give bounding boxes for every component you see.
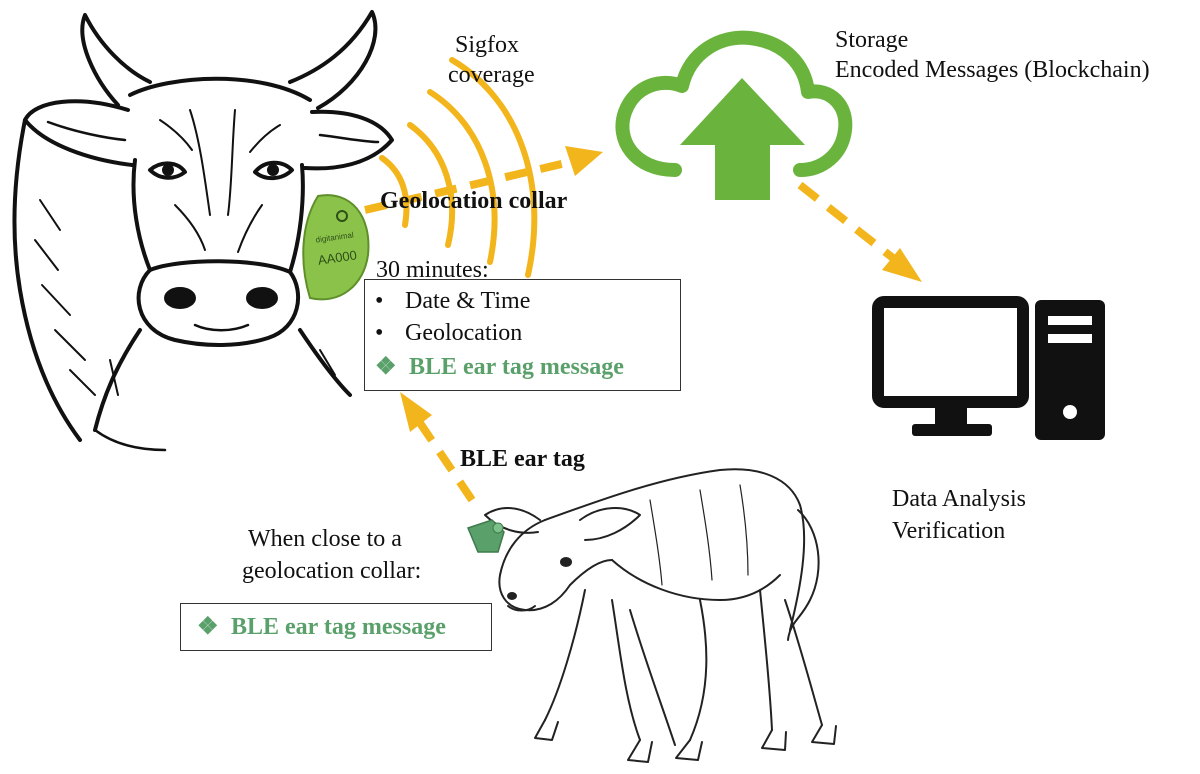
analysis-label-line1: Data Analysis <box>892 486 1026 512</box>
analysis-label-line2: Verification <box>892 518 1006 544</box>
cloud-upload-icon <box>615 30 853 200</box>
bullet-icon: • <box>375 320 384 346</box>
storage-label: Storage <box>835 27 909 53</box>
proximity-label-line2: geolocation collar: <box>242 558 422 584</box>
tag-message-box: ❖BLE ear tag message <box>180 603 492 651</box>
interval-label: 30 minutes: <box>376 257 489 283</box>
wireless-signal-icon <box>379 57 538 278</box>
collar-title: Geolocation collar <box>380 188 568 214</box>
collar-id-text: AA000 <box>317 247 358 267</box>
arrow-cloud-to-computer <box>797 181 922 282</box>
diamond-icon: ❖ <box>375 354 397 380</box>
arrow-tag-to-collar <box>400 392 476 503</box>
tag-message-ble-item: ❖BLE ear tag message <box>197 614 446 640</box>
ear-tag-title: BLE ear tag <box>460 446 585 472</box>
arrow-collar-to-cloud <box>364 146 603 214</box>
collar-message-item: •Geolocation <box>375 320 523 346</box>
diamond-icon: ❖ <box>197 614 219 640</box>
sigfox-label-line1: Sigfox <box>455 32 520 58</box>
desktop-computer-icon <box>872 296 1105 440</box>
ear-tag-device <box>466 519 505 553</box>
collar-message-box: •Date & Time •Geolocation ❖BLE ear tag m… <box>364 279 681 391</box>
sigfox-label-line2: coverage <box>448 62 535 88</box>
calf-illustration <box>484 468 837 763</box>
cow-illustration <box>12 10 394 452</box>
proximity-label-line1: When close to a <box>248 526 402 552</box>
collar-message-item: •Date & Time <box>375 288 531 314</box>
collar-message-ble-item: ❖BLE ear tag message <box>375 354 624 380</box>
collar-device: AA000 digitanimal <box>302 194 370 301</box>
storage-subtitle: Encoded Messages (Blockchain) <box>835 57 1150 83</box>
bullet-icon: • <box>375 288 384 314</box>
